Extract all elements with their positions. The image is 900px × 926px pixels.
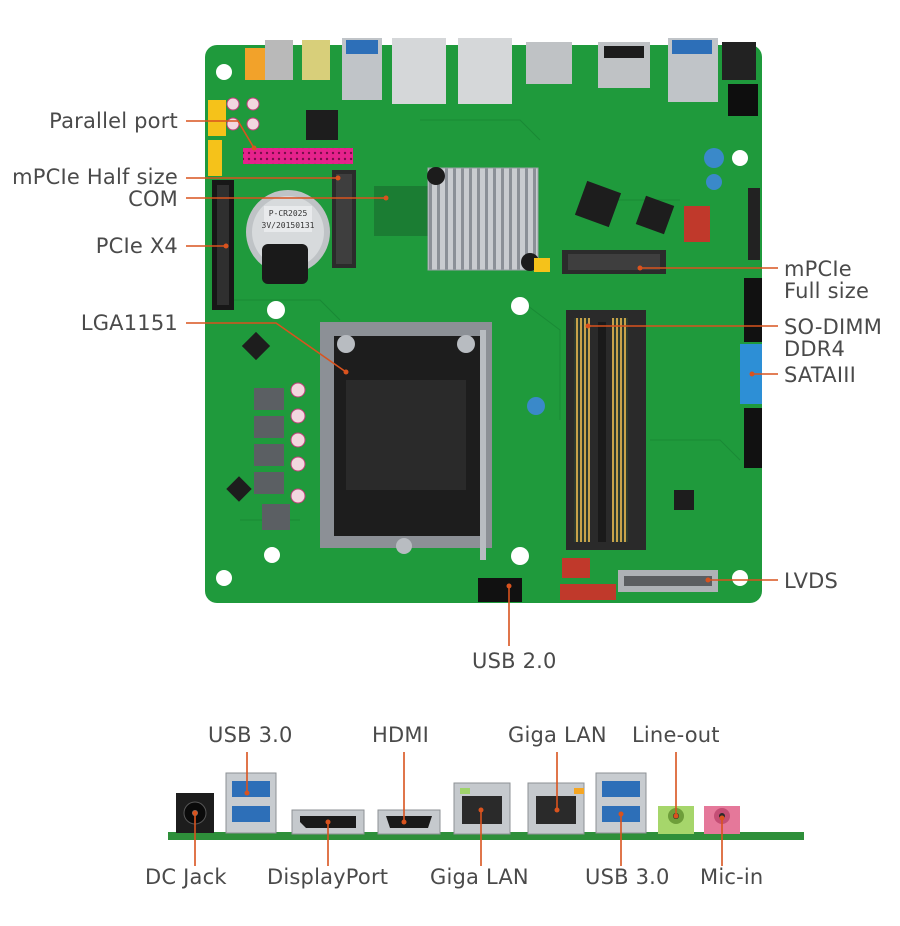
mounting-holes: [216, 64, 748, 586]
label-pcie-x4: PCIe X4: [95, 234, 178, 258]
motherboard: P-CR2025 3V/20150131: [205, 38, 762, 603]
label-sodimm-line1: SO-DIMM: [784, 315, 883, 339]
label-sodimm: SO-DIMM DDR4: [784, 316, 882, 360]
com-header: [374, 186, 434, 236]
cmos-battery: P-CR2025 3V/20150131: [246, 190, 330, 284]
label-mpcie-full-size: mPCIe Full size: [784, 258, 869, 302]
label-line-out: Line-out: [632, 723, 720, 747]
vrm-chokes: [254, 382, 306, 530]
sata-port-3: [744, 408, 762, 468]
label-sodimm-line2: DDR4: [784, 337, 846, 361]
label-lga1151: LGA1151: [80, 311, 178, 335]
usb20-header: [478, 578, 522, 602]
label-lvds: LVDS: [784, 569, 839, 593]
heatsink: [427, 167, 539, 271]
label-usb30-top: USB 3.0: [208, 723, 293, 747]
label-dc-jack: DC Jack: [145, 865, 227, 889]
label-giga-lan-top: Giga LAN: [508, 723, 607, 747]
capacitors-top: [226, 97, 260, 131]
label-mpcie-half-size: mPCIe Half size: [12, 165, 178, 189]
callout-lga1151: [186, 322, 347, 373]
label-sataiii: SATAIII: [784, 363, 856, 387]
callout-parallel-port: [186, 120, 255, 149]
battery-print-1: P-CR2025: [269, 209, 308, 218]
label-giga-lan-bottom: Giga LAN: [430, 865, 529, 889]
label-mpcie-full-line1: mPCIe: [784, 257, 852, 281]
label-parallel-port: Parallel port: [49, 109, 178, 133]
lga1151-socket: [320, 322, 492, 560]
callout-lines: [186, 120, 778, 646]
label-displayport: DisplayPort: [267, 865, 389, 889]
yellow-jumpers: [208, 100, 226, 176]
io-panel: [168, 772, 804, 840]
parallel-port-header: [243, 148, 353, 164]
rear-io-top: [245, 38, 758, 116]
label-com: COM: [128, 187, 178, 211]
label-usb30-bottom: USB 3.0: [585, 865, 670, 889]
label-usb20: USB 2.0: [472, 649, 557, 673]
sodimm-slots: [566, 310, 646, 550]
battery-print-2: 3V/20150131: [262, 221, 315, 230]
io-callout-lines: [194, 752, 723, 866]
sata-port-1: [744, 278, 762, 342]
label-mpcie-full-line2: Full size: [784, 279, 870, 303]
label-mic-in: Mic-in: [700, 865, 764, 889]
label-hdmi: HDMI: [372, 723, 430, 747]
io-board-edge: [168, 832, 804, 840]
